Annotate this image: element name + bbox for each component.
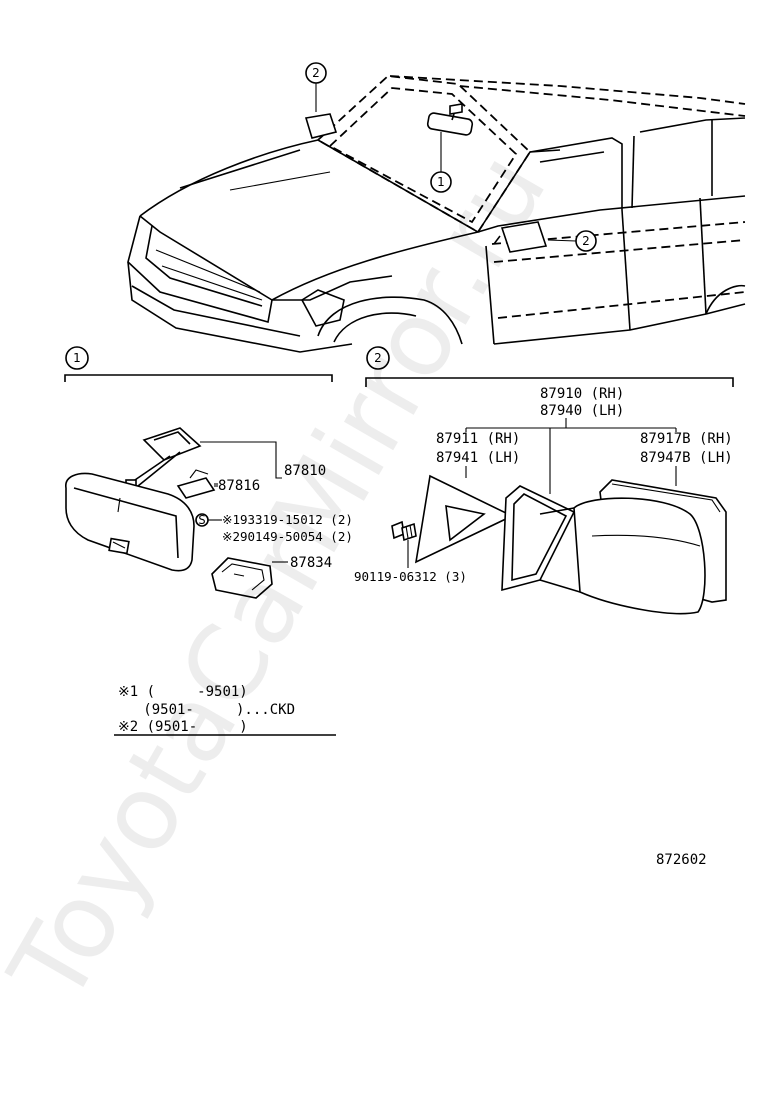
assy-87910-rh: 87910 (RH) bbox=[540, 386, 624, 402]
section-2: 2 87910 (RH) 87940 (LH) 87911 (RH) 87941… bbox=[354, 346, 734, 615]
callout-2-left: 2 bbox=[312, 66, 320, 80]
callout-2-right: 2 bbox=[582, 234, 590, 248]
note-line-2: (9501- )...CKD bbox=[118, 702, 295, 718]
part-87810: 87810 bbox=[284, 463, 326, 479]
section-1: 1 S 87810 87816 87834 ※193319-1501 bbox=[64, 346, 353, 599]
screw-90119: 90119-06312 (3) bbox=[354, 569, 467, 584]
ref-290149: ※290149-50054 (2) bbox=[222, 529, 353, 544]
note-line-3: ※2 (9501- ) bbox=[118, 719, 248, 735]
screw-icon bbox=[391, 520, 417, 542]
notes-block: ※1 ( -9501) (9501- )...CKD ※2 (9501- ) bbox=[114, 684, 336, 736]
vehicle-callouts: 2 1 2 bbox=[305, 62, 597, 252]
note-line-1: ※1 ( -9501) bbox=[118, 684, 248, 700]
section-1-number: 1 bbox=[73, 351, 81, 365]
callout-1-top: 1 bbox=[437, 175, 445, 189]
vehicle-illustration bbox=[127, 75, 746, 353]
section-2-number: 2 bbox=[374, 351, 382, 365]
ref-193319: ※193319-15012 (2) bbox=[222, 512, 353, 527]
mirror-87947b-lh: 87947B (LH) bbox=[640, 450, 733, 466]
part-87816: 87816 bbox=[218, 478, 260, 494]
diagram-id: 872602 bbox=[656, 852, 707, 868]
assy-87940-lh: 87940 (LH) bbox=[540, 403, 624, 419]
part-87834: 87834 bbox=[290, 555, 332, 571]
screw-symbol: S bbox=[198, 512, 206, 527]
cover-87911-rh: 87911 (RH) bbox=[436, 431, 520, 447]
mirror-87917b-rh: 87917B (RH) bbox=[640, 431, 733, 447]
watermark-text: ToyotaCarMirror.ru bbox=[0, 133, 570, 1024]
cover-87941-lh: 87941 (LH) bbox=[436, 450, 520, 466]
